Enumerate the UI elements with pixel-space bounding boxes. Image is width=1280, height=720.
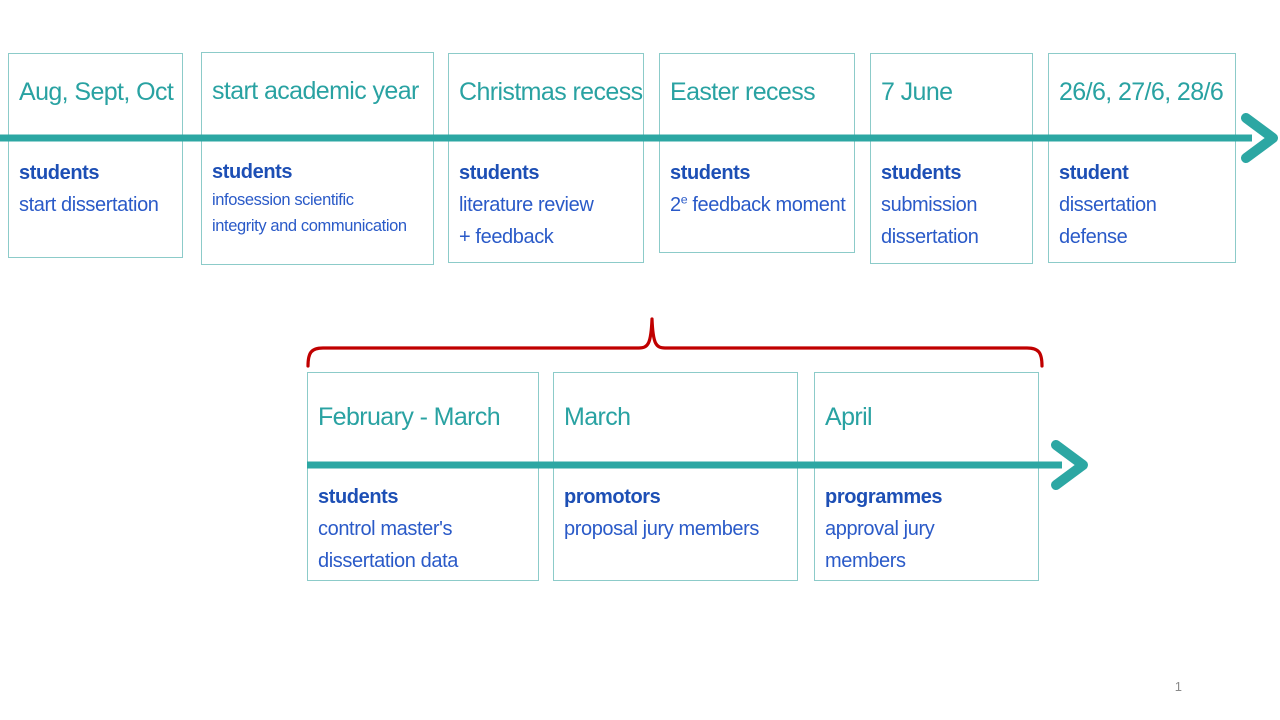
box-line: defense: [1059, 226, 1128, 248]
box-actor: students: [318, 486, 399, 508]
box-body: students start dissertation: [19, 157, 179, 221]
box-heading: March: [564, 403, 631, 431]
curly-brace-icon: [306, 317, 1044, 368]
timeline-box-7-june: 7 June students submission dissertation: [870, 53, 1033, 264]
timeline-box-aug-sept-oct: Aug, Sept, Oct students start dissertati…: [8, 53, 183, 258]
box-body: promotors proposal jury members: [564, 481, 794, 545]
box-actor: students: [881, 162, 962, 184]
box-heading: Easter recess: [670, 78, 816, 106]
box-line: approval jury: [825, 518, 935, 540]
ordinal-superscript: e: [680, 192, 688, 207]
box-heading: April: [825, 403, 873, 431]
timeline-box-february-march: February - March students control master…: [307, 372, 539, 581]
timeline-box-march: March promotors proposal jury members: [553, 372, 798, 581]
box-line: start dissertation: [19, 194, 159, 216]
box-heading: Christmas recess: [459, 78, 643, 106]
box-heading: 7 June: [881, 78, 953, 106]
box-heading: 26/6, 27/6, 28/6: [1059, 78, 1224, 106]
timeline-box-defense-dates: 26/6, 27/6, 28/6 student dissertation de…: [1048, 53, 1236, 263]
box-actor: students: [212, 161, 293, 183]
box-heading: February - March: [318, 403, 501, 431]
box-line: integrity and communication: [212, 216, 407, 235]
box-line: submission: [881, 194, 978, 216]
box-actor: students: [670, 162, 751, 184]
box-line: infosession scientific: [212, 191, 354, 209]
box-heading: Aug, Sept, Oct: [19, 78, 174, 106]
box-heading: start academic year: [212, 77, 419, 105]
box-actor: students: [19, 162, 100, 184]
box-body: programmes approval jury members: [825, 481, 1035, 577]
timeline-box-april: April programmes approval jury members: [814, 372, 1039, 581]
box-actor: students: [459, 162, 540, 184]
box-line: dissertation: [881, 226, 979, 248]
feedback-moment-number: 2: [670, 194, 681, 216]
timeline-box-easter-recess: Easter recess students 2e feedback momen…: [659, 53, 855, 253]
feedback-moment-text: feedback moment: [687, 194, 846, 216]
box-body: students literature review + feedback: [459, 157, 640, 253]
box-body: students 2e feedback moment: [670, 157, 851, 221]
box-line: + feedback: [459, 226, 554, 248]
box-line: dissertation: [1059, 194, 1157, 216]
box-body: students submission dissertation: [881, 157, 1029, 253]
box-line: 2e feedback moment: [670, 189, 851, 221]
timeline-box-christmas-recess: Christmas recess students literature rev…: [448, 53, 644, 263]
box-body: student dissertation defense: [1059, 157, 1232, 253]
box-actor: student: [1059, 162, 1129, 184]
box-line: literature review: [459, 194, 594, 216]
box-line: dissertation data: [318, 550, 458, 572]
timeline-box-start-academic-year: start academic year students infosession…: [201, 52, 434, 265]
box-body: students control master's dissertation d…: [318, 481, 535, 577]
box-actor: programmes: [825, 486, 943, 508]
page-number: 1: [1174, 679, 1182, 694]
box-body: students infosession scientific integrit…: [212, 156, 430, 239]
box-line: proposal jury members: [564, 518, 760, 540]
box-actor: promotors: [564, 486, 661, 508]
box-line: members: [825, 550, 906, 572]
box-line: control master's: [318, 518, 453, 540]
